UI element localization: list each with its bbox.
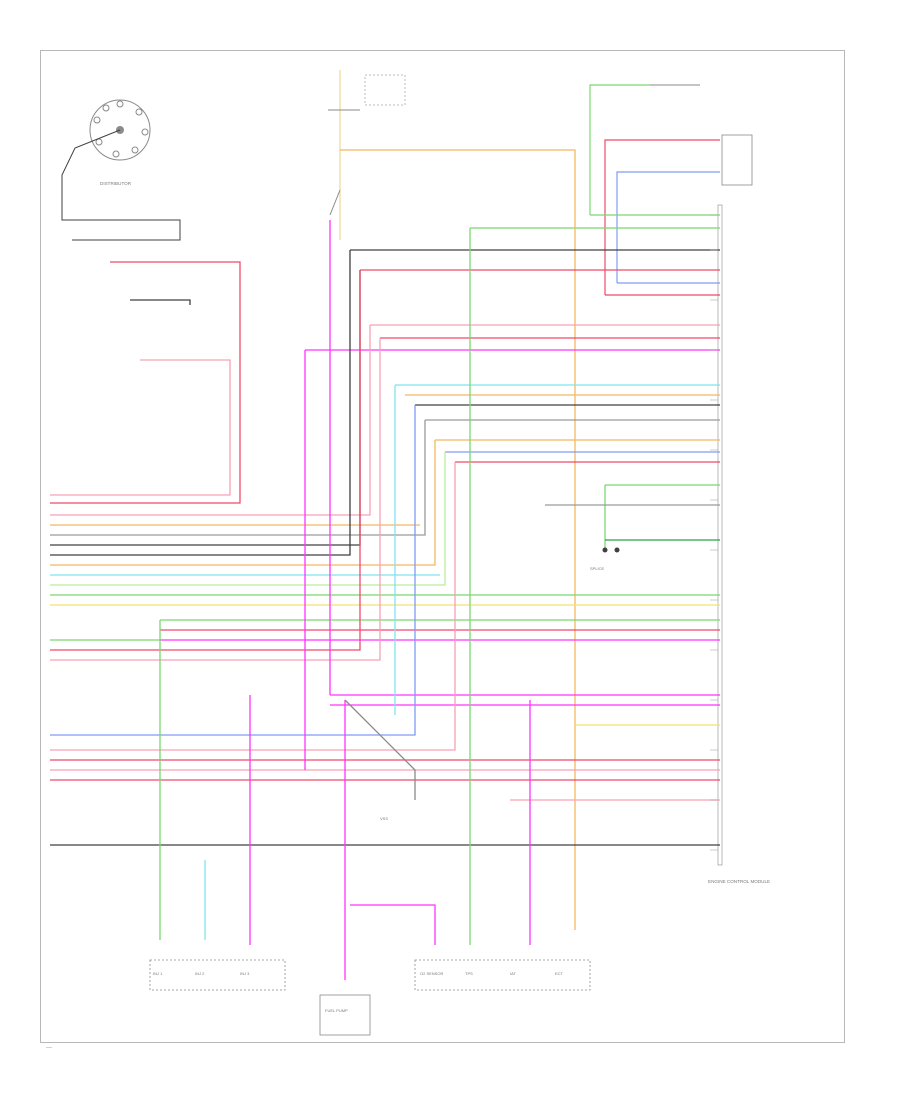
diagram-frame xyxy=(40,50,845,1043)
distributor: DISTRIBUTOR xyxy=(61,99,181,241)
ecm-connector: ENGINE CONTROL MODULE xyxy=(708,204,770,884)
ignition-switch xyxy=(328,70,406,240)
injector-1-label: INJ 1 xyxy=(153,971,163,976)
o2-sensor-label: O2 SENSOR xyxy=(420,971,443,976)
fuel-pump-label: FUEL PUMP xyxy=(325,1008,348,1013)
bottom-drops xyxy=(159,220,531,980)
iat-label: IAT xyxy=(510,971,516,976)
tps-label: TPS xyxy=(465,971,473,976)
bottom-components xyxy=(149,959,591,1036)
injector-2-label: INJ 2 xyxy=(195,971,205,976)
page-marker: — xyxy=(46,1045,52,1051)
vss-label: VSS xyxy=(380,816,388,821)
ecm-label: ENGINE CONTROL MODULE xyxy=(708,879,770,884)
ecm-wires xyxy=(50,149,720,930)
left-wires xyxy=(50,250,720,751)
splice-label: SPLICE xyxy=(590,566,605,571)
splice-dot xyxy=(602,547,608,553)
ect-label: ECT xyxy=(555,971,564,976)
splice-dot xyxy=(614,547,620,553)
pin-ticks xyxy=(710,214,718,851)
injector-3-label: INJ 3 xyxy=(240,971,250,976)
top-right-sensor xyxy=(589,84,753,295)
distributor-label: DISTRIBUTOR xyxy=(100,181,132,186)
